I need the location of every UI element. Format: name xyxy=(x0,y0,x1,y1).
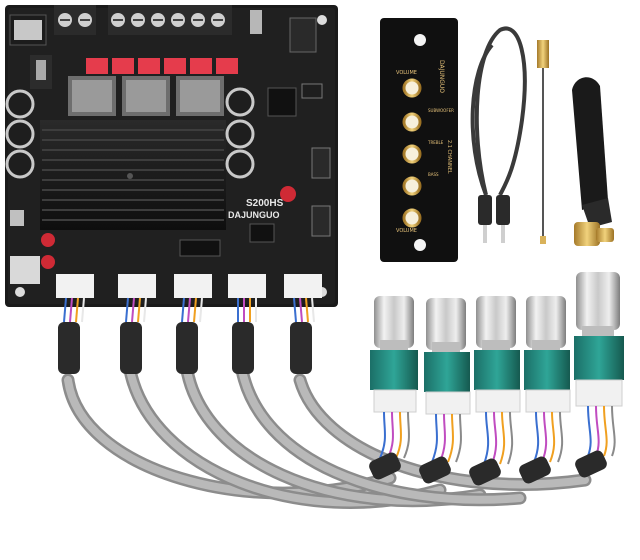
potentiometer-2 xyxy=(424,298,471,415)
heatsink xyxy=(40,120,226,230)
panel-knob-holes xyxy=(402,78,422,228)
board-wire-bundles xyxy=(63,297,315,323)
potentiometer-4 xyxy=(524,296,571,413)
potentiometer-1 xyxy=(370,296,418,413)
speaker-terminals xyxy=(54,5,232,35)
panel-label-5: VOLUME xyxy=(396,228,417,234)
panel-label-1: VOLUME xyxy=(396,70,417,76)
inductors xyxy=(68,76,224,116)
electrolytic-capacitors xyxy=(5,87,296,269)
panel-label-3: TREBLE xyxy=(427,140,444,145)
board-brand-label: DAJUNGUO xyxy=(228,210,280,220)
potentiometer-modules xyxy=(370,272,624,415)
bluetooth-antenna xyxy=(572,77,614,246)
board-model-label: S200HS xyxy=(246,198,284,209)
heat-shrink-sleeves xyxy=(58,322,312,374)
potentiometer-5 xyxy=(574,272,624,407)
panel-section-label: 2.1 CHANNEL xyxy=(446,140,452,174)
panel-brand-label: DAJUNGUO xyxy=(438,60,445,93)
potentiometer-3 xyxy=(474,296,521,413)
panel-label-2: SUBWOOFER xyxy=(428,108,454,113)
red-capacitors xyxy=(86,58,238,74)
control-panel: VOLUME SUBWOOFER TREBLE BASS VOLUME DAJU… xyxy=(380,18,458,262)
aux-audio-cable xyxy=(470,26,527,243)
pot-heat-shrink xyxy=(369,450,607,486)
pot-wire-bundles xyxy=(379,405,616,465)
sma-antenna-lead xyxy=(537,40,549,244)
amplifier-board: S200HS DAJUNGUO xyxy=(5,5,338,307)
board-connectors xyxy=(56,274,322,298)
panel-label-4: BASS xyxy=(428,172,439,177)
